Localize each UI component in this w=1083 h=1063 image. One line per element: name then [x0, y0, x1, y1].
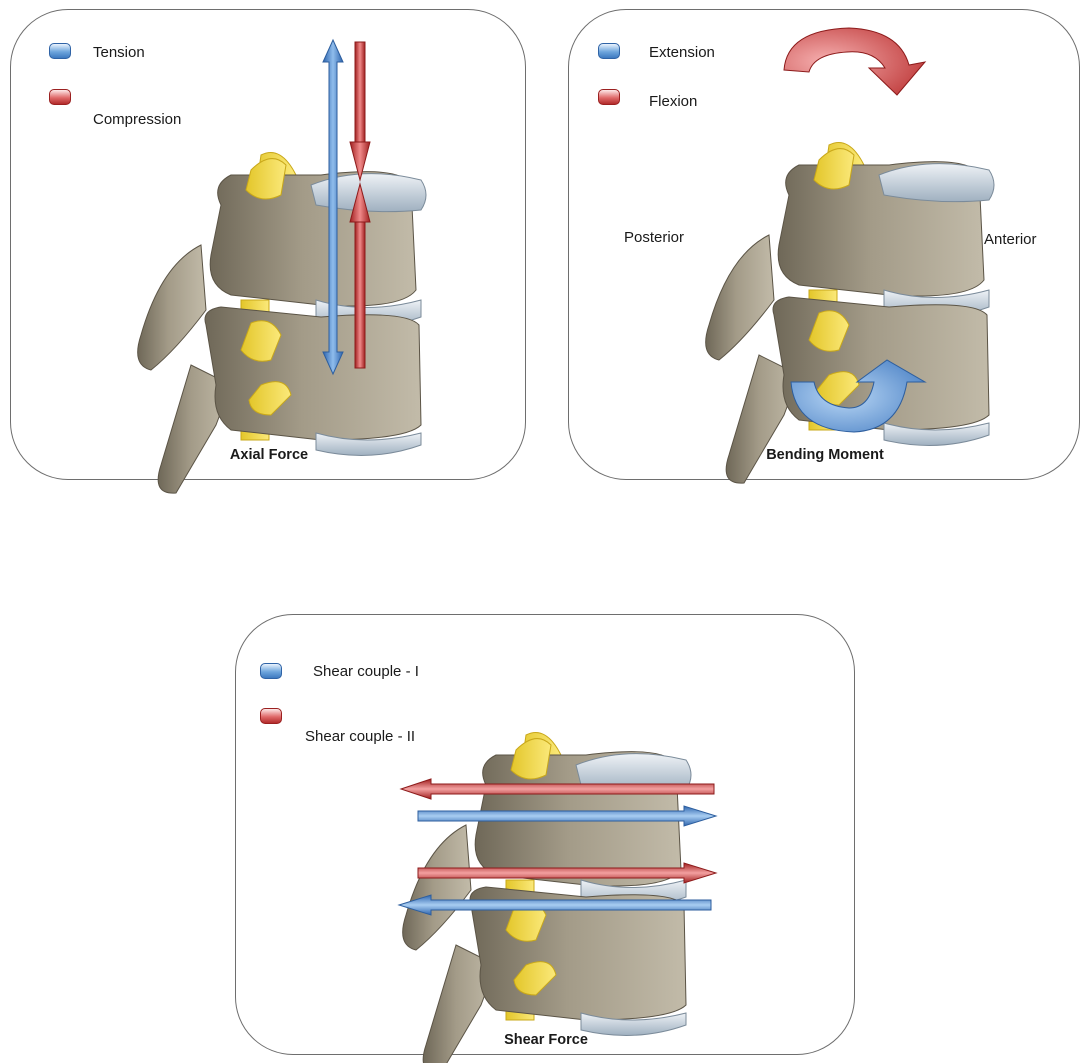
bending-illustration: [569, 10, 1081, 481]
bending-moment-panel: Extension Flexion Posterior Anterior Ben…: [568, 9, 1080, 480]
spine-model: [403, 733, 691, 1063]
shear-force-caption: Shear Force: [236, 1032, 856, 1048]
bending-moment-caption: Bending Moment: [569, 447, 1081, 463]
axial-illustration: [11, 10, 527, 481]
axial-force-caption: Axial Force: [11, 447, 527, 463]
spine-model: [138, 153, 426, 494]
shear-illustration: [236, 615, 856, 1056]
shear-force-panel: Shear couple - I Shear couple - II Shear…: [235, 614, 855, 1055]
flexion-arrow: [784, 28, 925, 95]
axial-force-panel: Tension Compression Axial Force: [10, 9, 526, 480]
